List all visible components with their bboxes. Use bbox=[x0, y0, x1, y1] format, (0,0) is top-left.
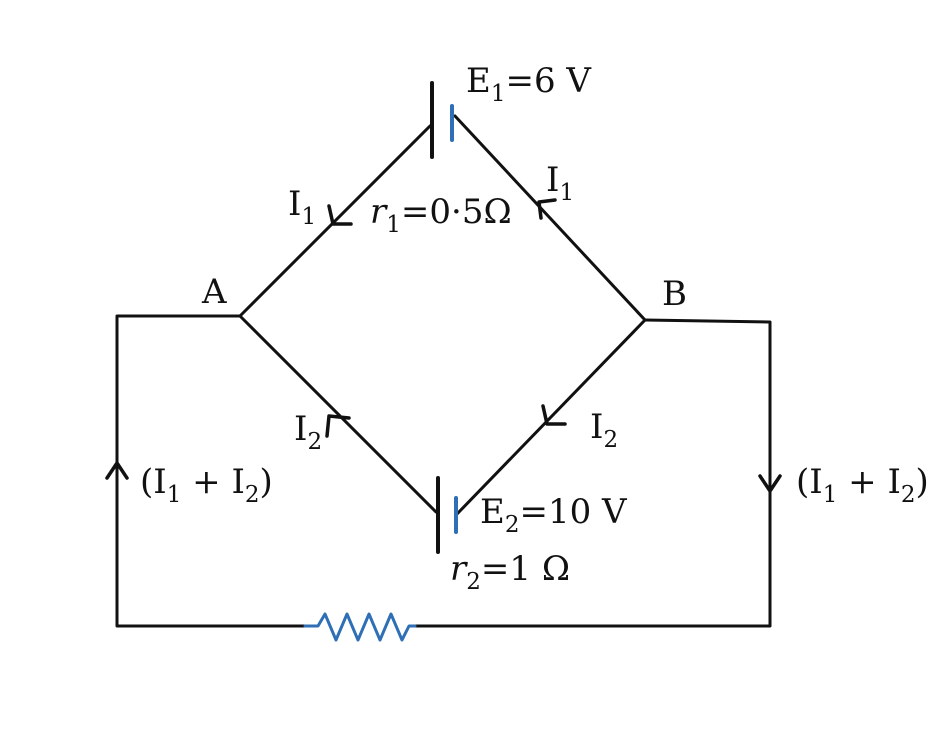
battery-cell-icon bbox=[430, 81, 454, 159]
current-i2-right-label: I2 bbox=[590, 407, 618, 453]
cell2-internal-resistance-label: r2=1 Ω bbox=[450, 549, 570, 595]
wire-a-to-cell2 bbox=[238, 314, 438, 514]
node-b-label: B bbox=[662, 274, 687, 314]
current-arrow-icon bbox=[325, 414, 351, 438]
cell1-emf-label: E1=6 V bbox=[466, 61, 592, 107]
current-i1-left-label: I1 bbox=[288, 184, 316, 230]
wire-outer-left bbox=[115, 314, 307, 628]
current-arrow-icon bbox=[105, 461, 129, 480]
current-i1-right-label: I1 bbox=[546, 160, 574, 206]
current-arrow-icon bbox=[758, 474, 782, 493]
wire-cell1-to-b bbox=[453, 114, 647, 322]
resistor-zigzag-icon bbox=[303, 612, 417, 642]
cell1-internal-resistance-label: r1=0·5Ω bbox=[370, 192, 512, 238]
current-arrow-icon bbox=[327, 204, 353, 226]
current-arrow-icon bbox=[537, 198, 557, 220]
wire-a-to-cell1 bbox=[238, 124, 432, 318]
cell2-emf-label: E2=10 V bbox=[480, 492, 628, 538]
current-arrow-icon bbox=[541, 404, 567, 426]
current-i2-left-label: I2 bbox=[294, 409, 322, 455]
node-a-label: A bbox=[201, 272, 227, 312]
wire-cell2-to-b bbox=[455, 318, 647, 516]
current-total-left-label: (I1 + I2) bbox=[140, 462, 273, 508]
current-total-right-label: (I1 + I2) bbox=[796, 462, 929, 508]
battery-cell-icon bbox=[436, 476, 458, 554]
wire-outer-right bbox=[413, 318, 772, 628]
